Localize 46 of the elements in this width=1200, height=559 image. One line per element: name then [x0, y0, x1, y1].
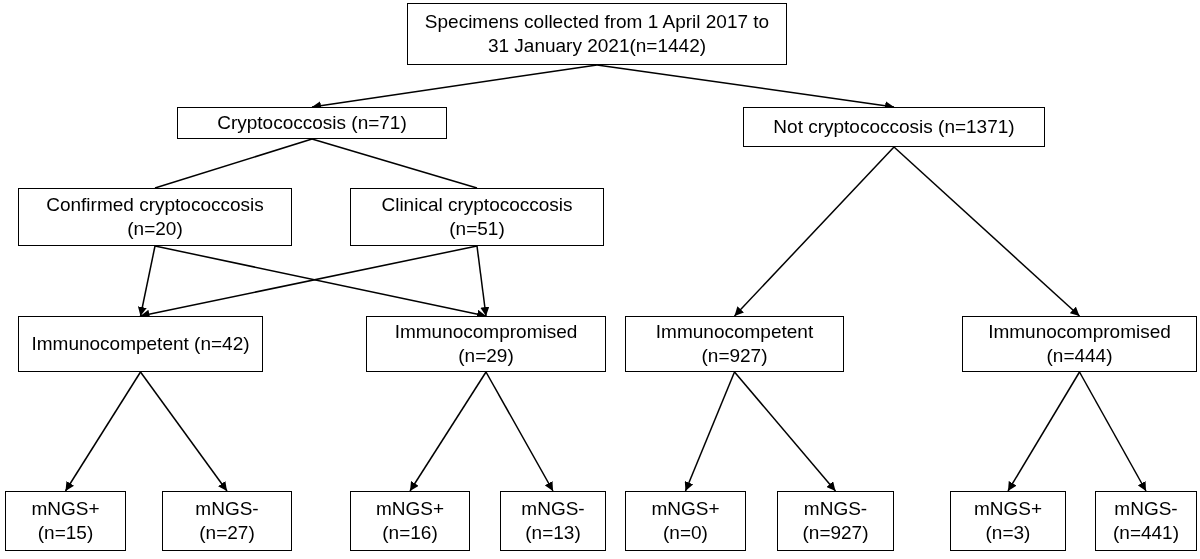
arrow: [476, 245, 490, 317]
process-box: [407, 3, 787, 65]
box-label: mNGS- (n=13): [520, 497, 586, 545]
box-label: mNGS- (n=927): [801, 497, 870, 545]
box-label: mNGS- (n=441): [1112, 497, 1180, 545]
process-box: [777, 491, 894, 551]
arrow: [733, 146, 895, 317]
process-box: [18, 188, 292, 246]
box-label: Immunocompromised (n=29): [393, 320, 579, 368]
process-box: [500, 491, 606, 551]
box-label: Clinical cryptococcosis (n=51): [380, 193, 574, 241]
box-label: mNGS+ (n=16): [374, 497, 446, 545]
box-label: mNGS+ (n=15): [30, 497, 101, 545]
box-label: Immunocompetent (n=927): [654, 320, 815, 368]
arrow: [137, 245, 156, 317]
arrow: [64, 371, 142, 492]
arrow: [139, 371, 228, 492]
box-label: mNGS+ (n=3): [972, 497, 1044, 545]
arrow: [485, 371, 554, 492]
process-box: [743, 107, 1045, 147]
box-label: Immunocompromised (n=444): [987, 320, 1172, 368]
process-box: [625, 316, 844, 372]
box-label: Not cryptococcosis (n=1371): [773, 115, 1015, 139]
process-box: [950, 491, 1066, 551]
box-label: Immunocompetent (n=42): [31, 332, 250, 356]
arrow: [684, 371, 736, 492]
process-box: [962, 316, 1197, 372]
arrow: [1078, 371, 1147, 492]
arrow: [1007, 371, 1081, 492]
box-label: mNGS- (n=27): [194, 497, 260, 545]
process-box: [162, 491, 292, 551]
box-label: mNGS+ (n=0): [650, 497, 721, 545]
process-box: [177, 107, 447, 139]
process-box: [1095, 491, 1197, 551]
process-box: [366, 316, 606, 372]
box-label: Confirmed cryptococcosis (n=20): [45, 193, 265, 241]
process-box: [350, 491, 470, 551]
process-box: [350, 188, 604, 246]
process-box: [625, 491, 746, 551]
box-label: Cryptococcosis (n=71): [217, 111, 407, 135]
process-box: [5, 491, 126, 551]
arrow: [893, 146, 1081, 317]
process-box: [18, 316, 263, 372]
box-label: Specimens collected from 1 April 2017 to 31 January 2021(n=1442): [423, 10, 771, 58]
arrow: [733, 371, 837, 492]
arrow: [409, 371, 487, 492]
